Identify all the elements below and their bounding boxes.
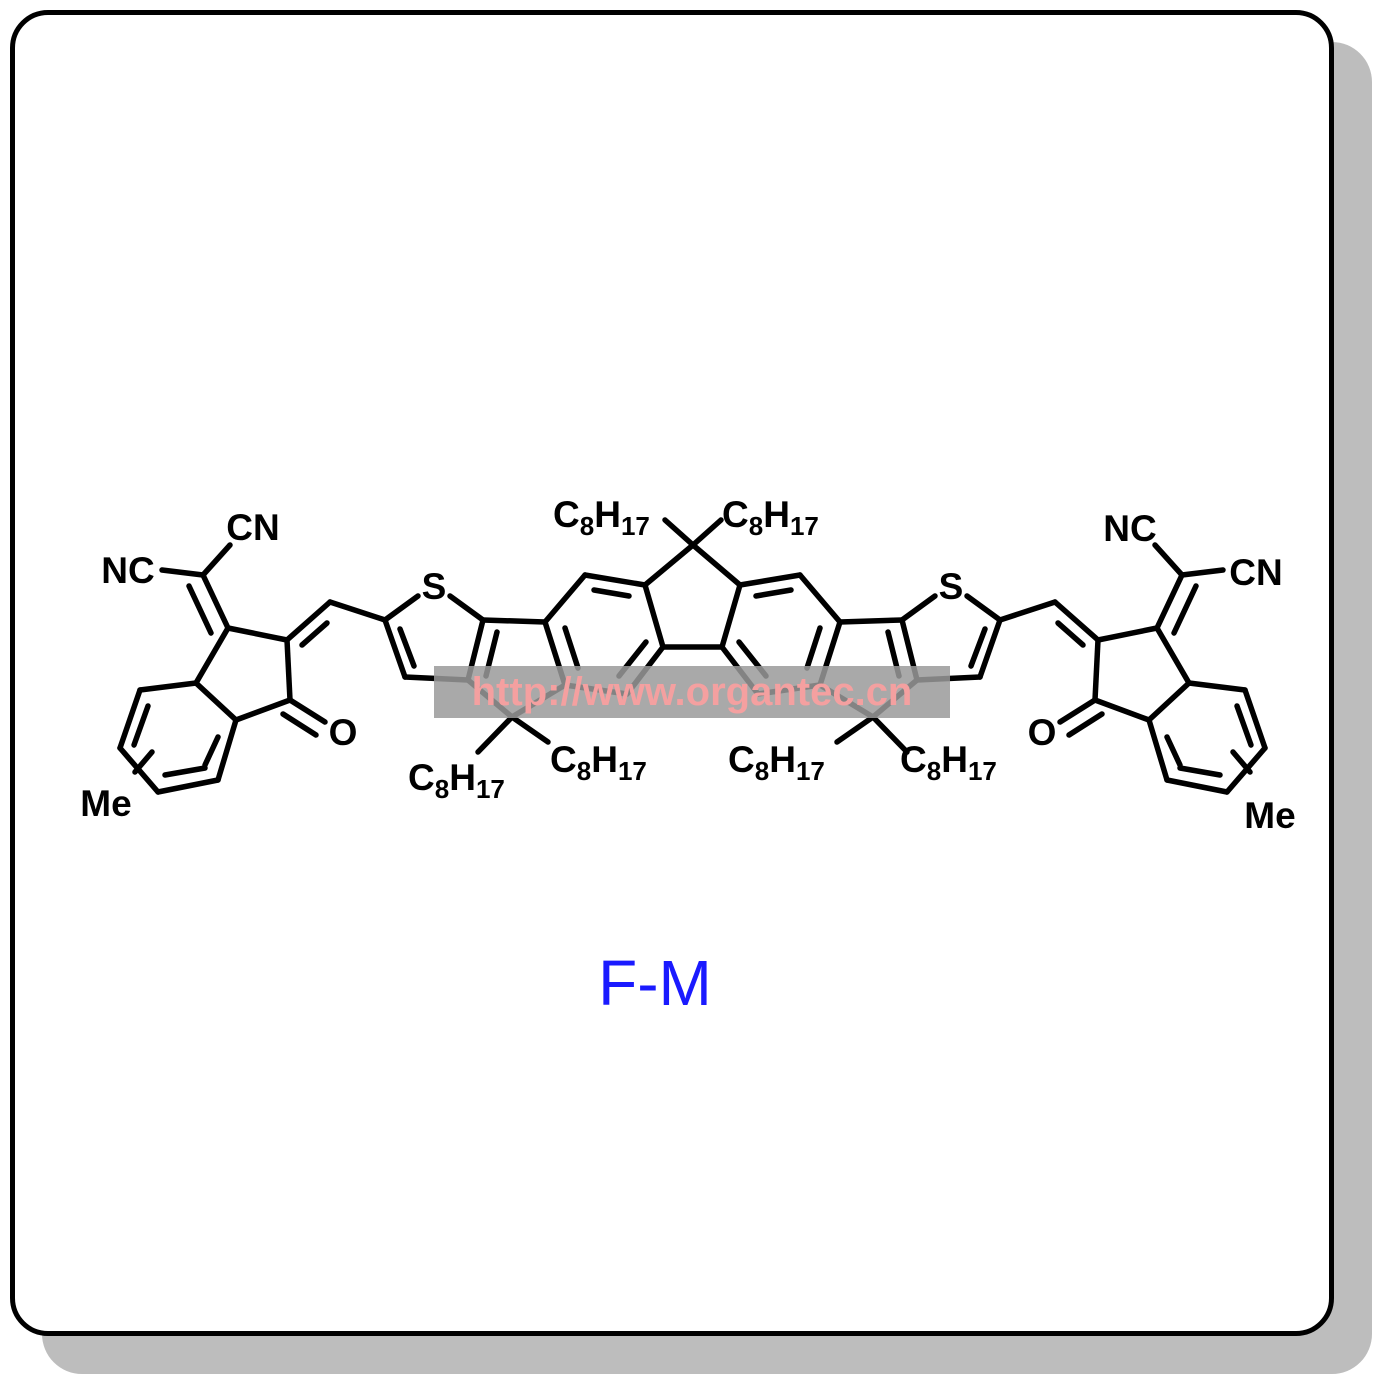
compound-name: F-M <box>598 947 712 1019</box>
methyl-label-left: Me <box>80 783 131 824</box>
watermark-text: http://www.organtec.cn <box>472 670 913 714</box>
oxygen-label-left: O <box>329 712 358 753</box>
watermark-box <box>434 666 950 718</box>
sulfur-label-left: S <box>422 566 447 607</box>
sulfur-label-right: S <box>939 566 964 607</box>
cn-label-left: CN <box>226 507 279 548</box>
oxygen-label-right: O <box>1028 712 1057 753</box>
nc-label-left: NC <box>101 550 154 591</box>
alkyl-label-left-lower: C8H17 <box>408 757 505 804</box>
alkyl-label-right-lower: C8H17 <box>900 739 997 786</box>
alkyl-label-top-right: C8H17 <box>722 494 819 541</box>
alkyl-label-right-upper: C8H17 <box>728 739 825 786</box>
bond-lines <box>117 517 1268 795</box>
methyl-label-right: Me <box>1244 795 1295 836</box>
cn-label-right: CN <box>1229 552 1282 593</box>
alkyl-label-top-left: C8H17 <box>553 494 650 541</box>
alkyl-label-left-upper: C8H17 <box>550 739 647 786</box>
nc-label-right: NC <box>1103 508 1156 549</box>
